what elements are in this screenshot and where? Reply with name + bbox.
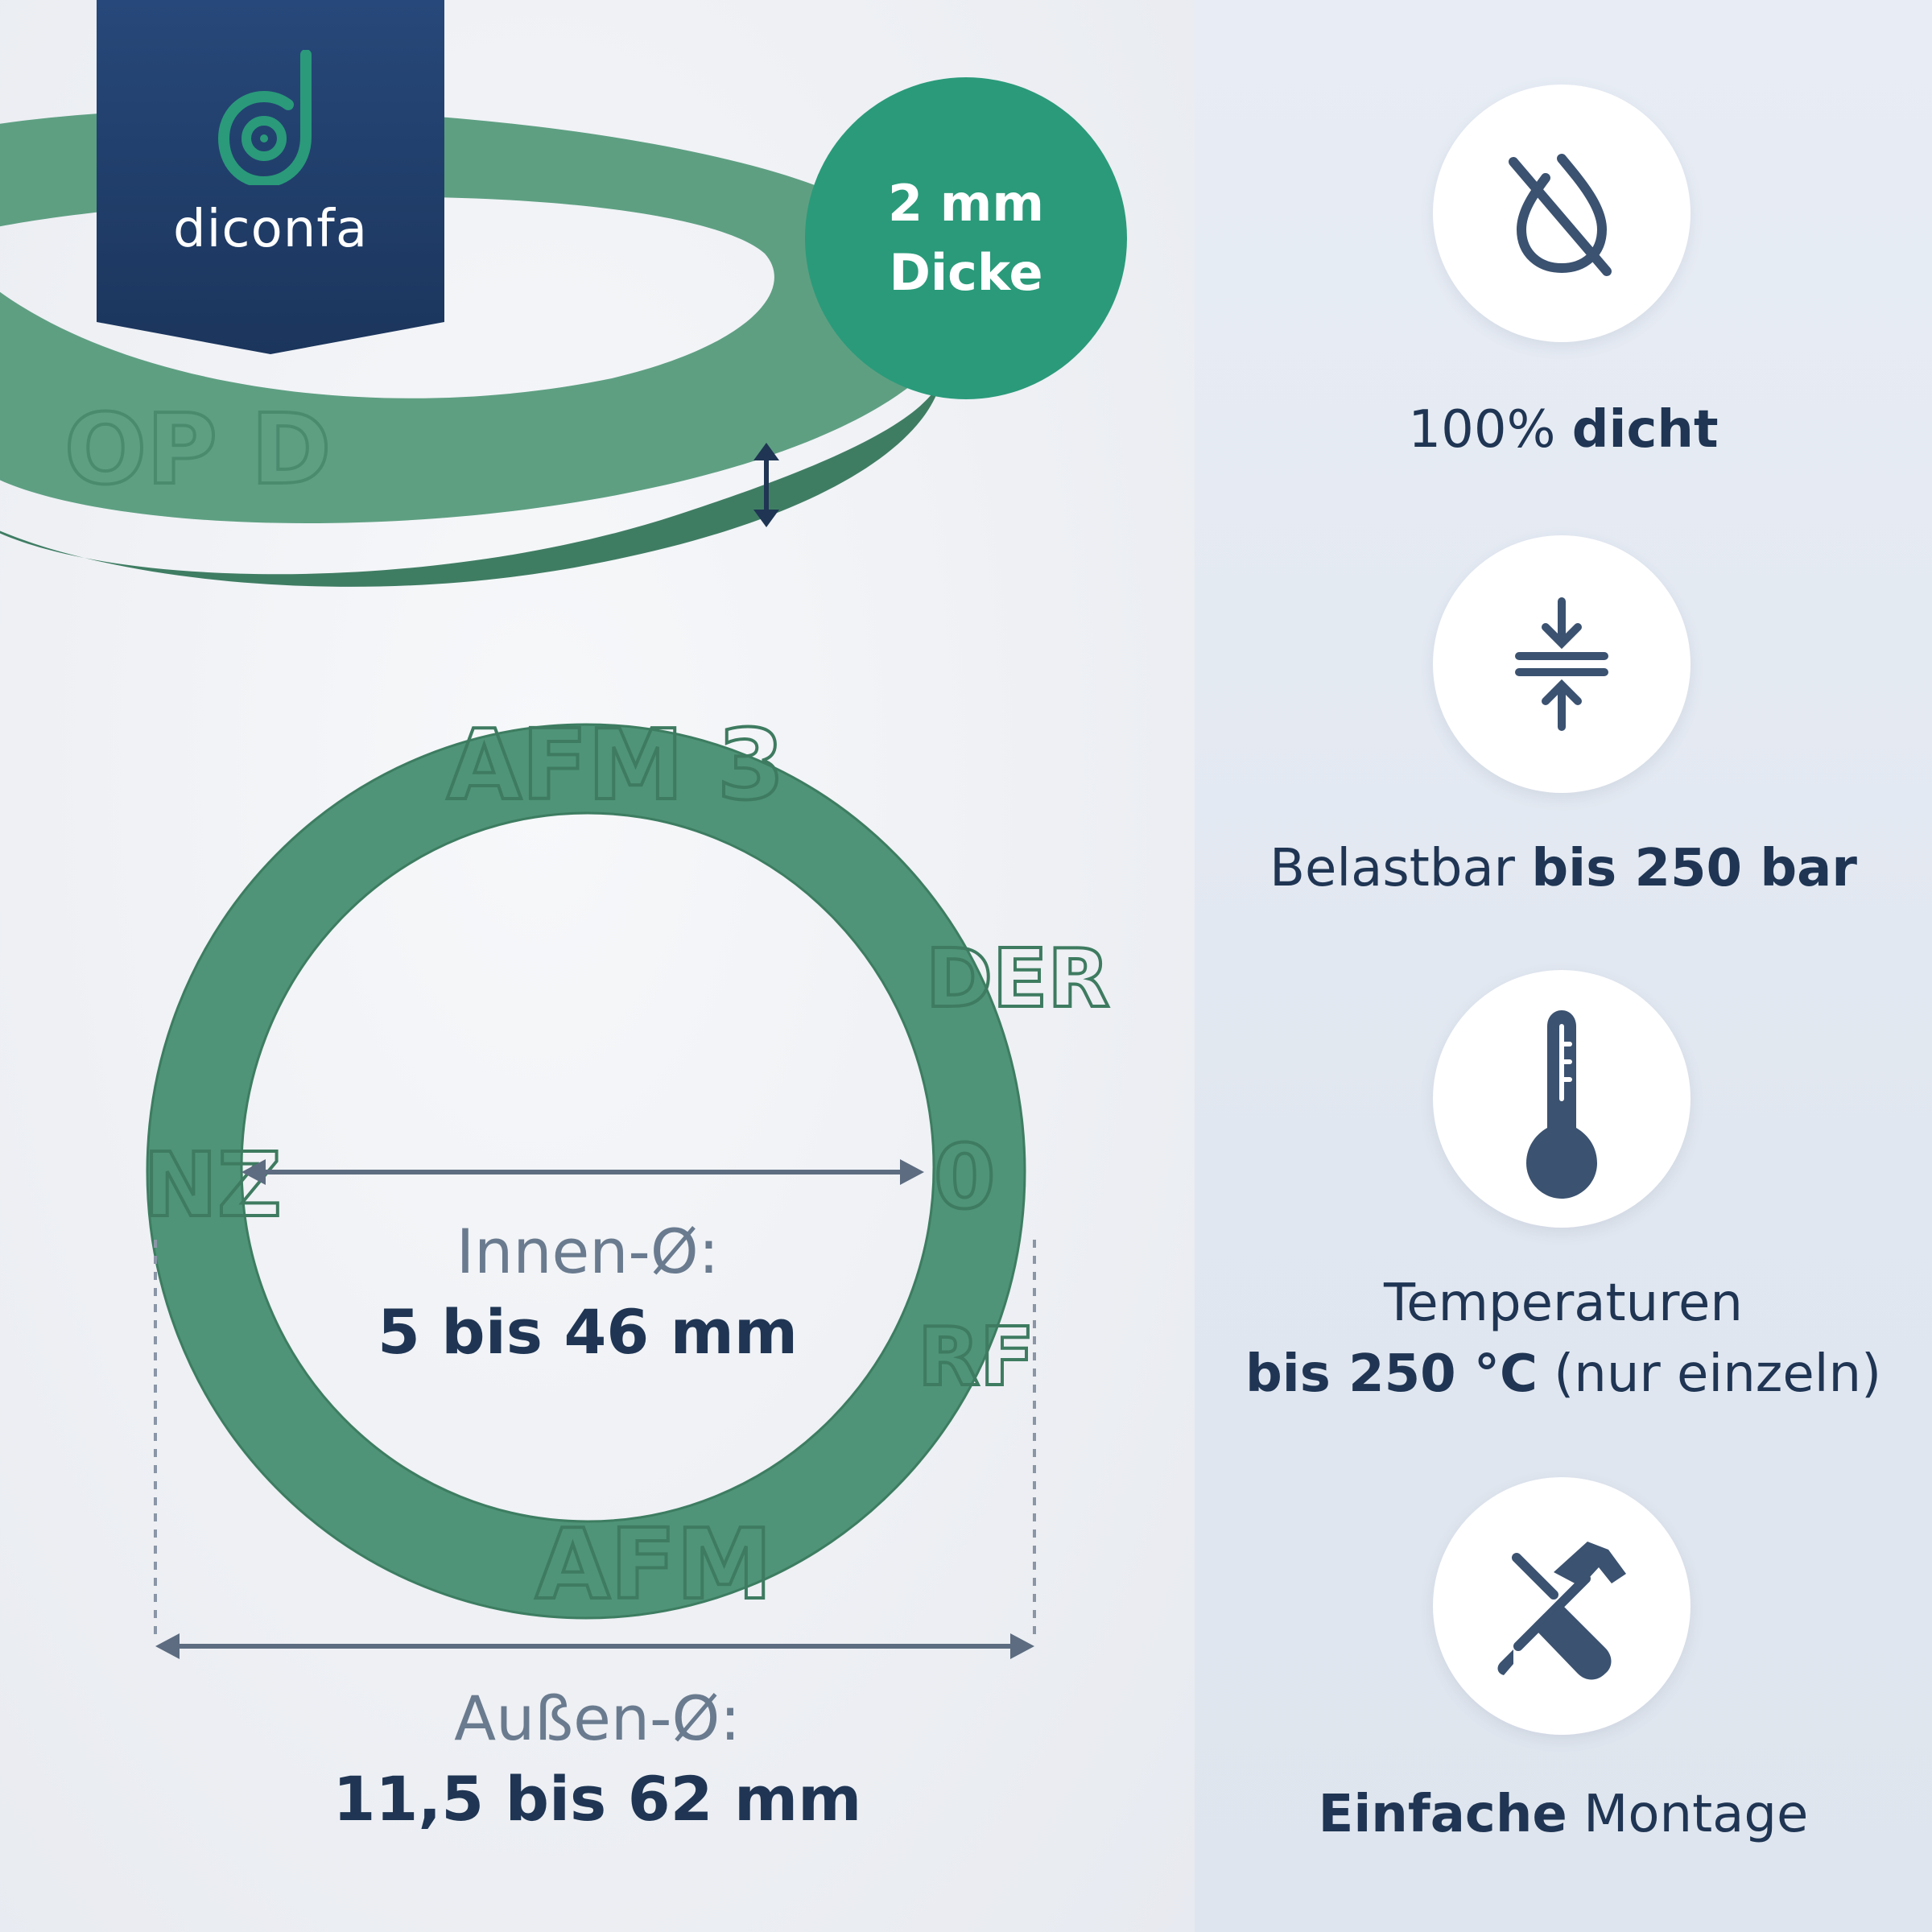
outer-diameter-value: 11,5 bis 62 mm (332, 1763, 862, 1835)
badge-unit-label: Dicke (889, 243, 1043, 302)
feature-text-regular: 100% (1408, 400, 1556, 460)
gasket-imprint: OP D (64, 394, 331, 506)
feature-icon-circle (1433, 1477, 1690, 1735)
gasket-side-view: OP D (0, 109, 953, 587)
gasket-top-view: AFM 3 NZ DER 0 RF AFM (142, 708, 1111, 1659)
thickness-badge: 2 mm Dicke (805, 77, 1127, 399)
badge-value: 2 mm (888, 174, 1044, 233)
feature-caption-line1: Temperaturen (1384, 1274, 1743, 1333)
feature-text-bold: Einfache (1318, 1785, 1567, 1844)
feature-caption-line2: bis 250 °C (nur einzeln) (1195, 1339, 1932, 1410)
feature-caption: Belastbar bis 250 bar (1195, 833, 1932, 904)
outer-diameter-label: Außen-Ø: 11,5 bis 62 mm (0, 1678, 1195, 1839)
inner-diameter-key: Innen-Ø: (456, 1216, 720, 1287)
outer-diameter-arrow (155, 1633, 1034, 1659)
feature-text-bold: dicht (1571, 400, 1719, 460)
imprint-top: AFM 3 (447, 710, 785, 822)
brand-banner: diconfa (97, 0, 444, 354)
brand-name: diconfa (172, 200, 369, 259)
feature-text-bold: bis 250 bar (1531, 839, 1857, 898)
outer-diameter-key: Außen-Ø: (454, 1682, 741, 1754)
gasket-inner-edge (240, 811, 935, 1523)
inner-diameter-label: Innen-Ø: 5 bis 46 mm (0, 1212, 1175, 1373)
imprint-bottom: AFM (535, 1509, 772, 1621)
thickness-arrow (753, 443, 779, 527)
feature-caption: Einfache Montage (1195, 1779, 1932, 1850)
thermometer-icon (1526, 1010, 1597, 1199)
imprint-right-lower: RF (918, 1310, 1034, 1404)
feature-icon-circle (1433, 535, 1690, 793)
feature-icon-circle (1433, 970, 1690, 1228)
compression-icon (1515, 597, 1608, 731)
feature-text-regular: Belastbar (1269, 839, 1515, 898)
feature-text-regular: Montage (1583, 1785, 1809, 1844)
feature-text-bold: bis 250 °C (1245, 1344, 1538, 1404)
gasket-edge (0, 346, 946, 587)
inner-diameter-arrow (242, 1159, 924, 1185)
feature-icon-circle (1433, 85, 1690, 342)
gasket-face (0, 109, 953, 523)
imprint-right-upper: DER (926, 931, 1109, 1026)
imprint-left: NZ (143, 1133, 282, 1236)
inner-diameter-value: 5 bis 46 mm (377, 1296, 799, 1368)
tools-icon (1497, 1542, 1626, 1680)
diconfa-logo-icon (217, 50, 312, 185)
feature-text-regular: (nur einzeln) (1554, 1344, 1882, 1404)
no-drop-icon (1509, 154, 1612, 276)
imprint-right-middle: 0 (934, 1125, 996, 1228)
outer-extension-lines (154, 1240, 1036, 1642)
feature-caption: 100% dicht (1195, 394, 1932, 465)
gasket-outer-edge (146, 723, 1026, 1620)
